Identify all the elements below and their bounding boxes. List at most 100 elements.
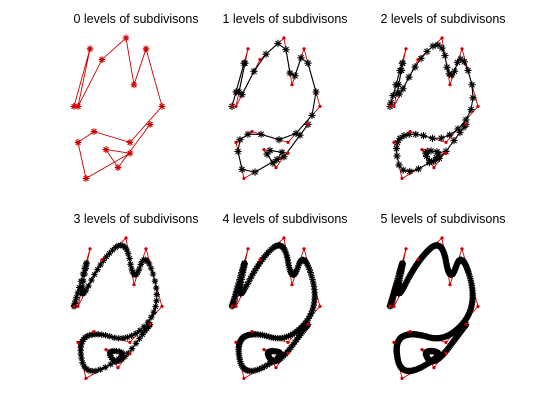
subdivided-point-marker xyxy=(306,266,313,273)
subdivided-point-marker xyxy=(450,67,459,75)
control-point-marker xyxy=(274,366,278,370)
subdivided-point-marker xyxy=(141,327,149,335)
subdivided-point-marker xyxy=(460,58,468,66)
subdivided-point-marker xyxy=(405,73,413,81)
control-point-marker xyxy=(128,340,132,344)
subdivided-point-marker xyxy=(285,332,292,340)
subdivided-point-marker xyxy=(126,255,133,262)
subdivided-point-marker xyxy=(454,125,462,133)
subdivided-point-marker xyxy=(422,152,431,160)
subdivided-point-marker xyxy=(98,331,105,338)
subdivided-point-marker xyxy=(103,253,110,260)
control-point-marker xyxy=(416,258,420,262)
control-point-marker xyxy=(234,140,238,144)
subdivided-point-marker xyxy=(305,315,312,322)
subdivided-point-marker xyxy=(237,360,245,367)
subdivided-point-marker xyxy=(286,266,294,273)
subdivided-point-marker xyxy=(308,307,316,314)
subdivided-point-marker xyxy=(294,264,301,272)
control-point-marker xyxy=(74,139,82,146)
control-point-marker xyxy=(142,45,150,53)
subdivided-point-marker xyxy=(266,146,274,155)
subdivided-point-marker xyxy=(266,360,274,367)
control-point-marker xyxy=(444,151,448,155)
subdivided-point-marker xyxy=(295,262,302,269)
subdivided-point-marker xyxy=(292,268,300,275)
subdivided-point-marker xyxy=(429,42,437,50)
subdivided-point-marker xyxy=(100,257,107,264)
subdivided-point-marker xyxy=(149,270,157,278)
control-point-marker xyxy=(286,140,290,144)
control-point-marker xyxy=(476,104,480,108)
subdivided-point-marker xyxy=(308,272,315,279)
subdivided-point-marker xyxy=(273,155,281,164)
subdivided-point-marker xyxy=(453,58,462,66)
subdivided-point-marker xyxy=(132,340,140,347)
subdivided-point-marker xyxy=(102,364,109,371)
subdivided-point-marker xyxy=(136,265,143,273)
control-point-marker xyxy=(444,140,448,144)
subdivided-point-marker xyxy=(80,278,87,285)
subdivided-point-marker xyxy=(411,63,419,71)
subdivided-point-marker xyxy=(251,168,259,176)
control-point-marker xyxy=(404,247,408,251)
subdivided-point-marker xyxy=(297,54,305,62)
subdivided-point-marker xyxy=(102,332,109,339)
subdivided-point-marker xyxy=(129,268,136,276)
control-point-marker xyxy=(444,340,448,344)
subdivided-point-marker xyxy=(115,357,123,364)
control-point-marker xyxy=(440,236,444,240)
subdivided-point-marker xyxy=(395,161,403,169)
subdivided-point-marker xyxy=(428,134,437,142)
subdivided-point-marker xyxy=(406,167,414,176)
subdivided-point-marker xyxy=(441,51,449,60)
subdivided-point-marker xyxy=(287,344,295,351)
panel-level-5 xyxy=(386,236,480,380)
panel-title-level-1: 1 levels of subdivisons xyxy=(222,12,348,26)
subdivided-point-marker xyxy=(445,70,453,78)
panel-title-level-3: 3 levels of subdivisons xyxy=(73,212,199,226)
control-point-marker xyxy=(126,149,134,157)
subdivided-point-marker xyxy=(128,345,136,352)
subdivided-point-marker xyxy=(245,278,252,285)
control-point-marker xyxy=(88,247,92,251)
subdivided-point-marker xyxy=(265,333,273,340)
subdivided-point-marker xyxy=(283,251,290,259)
control-point-marker xyxy=(234,340,238,344)
subdivided-point-marker xyxy=(309,304,317,312)
subdivided-point-marker xyxy=(118,349,125,356)
control-point-marker xyxy=(158,103,166,110)
control-polygon-line xyxy=(231,37,321,180)
subdivided-point-marker xyxy=(91,271,98,278)
control-point-marker xyxy=(420,348,424,352)
control-point-marker xyxy=(274,166,278,170)
subdivided-point-marker xyxy=(387,99,395,107)
subdivided-point-marker xyxy=(238,91,246,99)
subdivided-point-marker xyxy=(289,330,296,338)
subdivided-point-marker xyxy=(127,261,134,268)
control-point-marker xyxy=(444,351,448,355)
control-point-marker xyxy=(250,330,254,334)
subdivided-point-marker xyxy=(148,314,155,321)
subdivided-point-marker xyxy=(462,116,470,124)
subdivided-point-marker xyxy=(80,362,88,370)
control-point-marker xyxy=(242,176,246,180)
control-point-marker xyxy=(104,348,108,352)
subdivided-point-marker xyxy=(153,284,160,292)
subdivided-point-marker xyxy=(457,55,465,63)
subdivided-point-marker xyxy=(88,367,96,375)
subdivided-point-marker xyxy=(147,265,155,272)
subdivided-point-marker xyxy=(81,270,88,278)
subdivided-point-marker xyxy=(400,132,408,140)
subdivided-point-marker xyxy=(88,276,95,284)
subdivided-point-marker xyxy=(85,282,92,290)
subdivided-point-marker xyxy=(237,358,244,365)
subdivided-point-marker xyxy=(414,165,423,173)
subdivided-point-marker xyxy=(150,308,157,316)
subdivided-point-marker xyxy=(139,331,146,338)
subdivided-point-marker xyxy=(412,130,420,138)
control-point-marker xyxy=(116,366,120,370)
control-point-marker xyxy=(160,304,164,308)
control-point-marker xyxy=(144,247,148,251)
subdivided-point-marker xyxy=(468,81,476,89)
